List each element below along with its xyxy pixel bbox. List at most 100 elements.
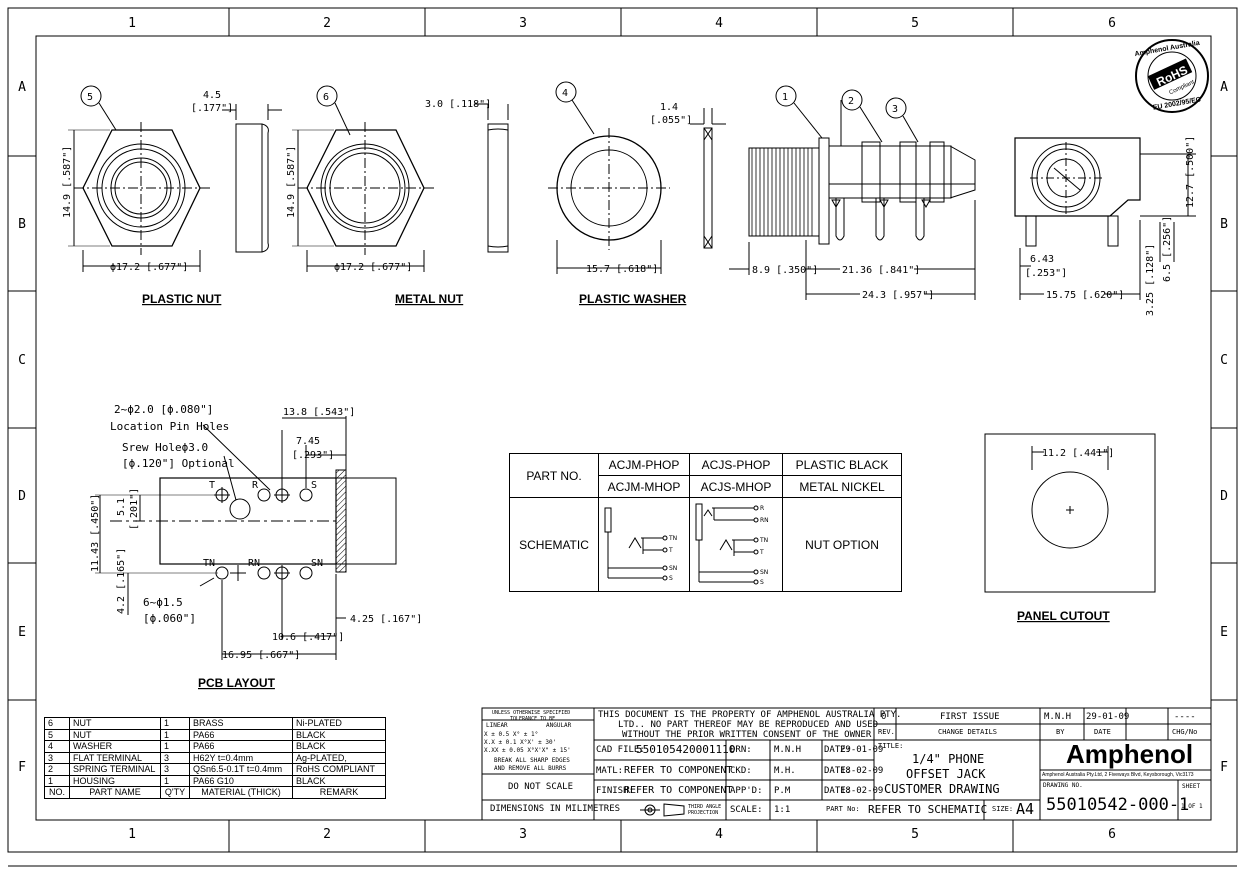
stereo-pin: S xyxy=(760,579,764,586)
title-line-2: OFFSET JACK xyxy=(906,767,986,781)
col-label: 4 xyxy=(715,16,723,31)
bom-cell: PA66 xyxy=(189,728,293,741)
tol-row: X ± 0.5 X° ± 1° xyxy=(484,731,539,738)
jack-body-dim: 21.36 [.841"] xyxy=(842,265,920,276)
property-line: WITHOUT THE PRIOR WRITTEN CONSENT OF THE… xyxy=(622,730,872,740)
rev-by: M.N.H xyxy=(1044,712,1072,722)
tol-title: UNLESS OTHERWISE SPECIFIED xyxy=(492,710,571,716)
break-edges: BREAK ALL SHARP EDGES xyxy=(494,757,570,764)
row-label: B xyxy=(18,217,26,232)
row-label: B xyxy=(1220,217,1228,232)
jack-total-dim: 24.3 [.957"] xyxy=(862,290,934,301)
bom-cell: WASHER xyxy=(69,740,161,753)
bom-cell: PA66 G10 xyxy=(189,774,293,787)
plastic-nut-height: 14.9 [.587"] xyxy=(62,146,73,218)
pcb-note-4: [ϕ.120"] Optional xyxy=(122,457,235,470)
col-label: 3 xyxy=(519,827,527,842)
col-label: 2 xyxy=(323,827,331,842)
title-label: TITLE: xyxy=(878,742,904,750)
drawing-no-label: DRAWING NO. xyxy=(1043,782,1083,789)
plastic-nut-view xyxy=(68,85,282,272)
bom-cell: PA66 xyxy=(189,740,293,753)
date-label: DATE: xyxy=(824,786,852,796)
bom-cell: H62Y t=0.4mm xyxy=(189,751,293,764)
row-label: D xyxy=(1220,489,1228,504)
pcb-note-2: Location Pin Holes xyxy=(110,420,229,433)
jack-side-view xyxy=(729,85,976,300)
row-label: A xyxy=(18,80,26,95)
pcb-dim-1695: 16.95 [.667"] xyxy=(222,650,300,661)
front-v2-dim: 6.5 [.256"] xyxy=(1162,216,1173,282)
first-issue: FIRST ISSUE xyxy=(940,712,1000,722)
stereo-schematic-diagram: R RN TN T SN S xyxy=(695,503,769,586)
tol-row: X.XX ± 0.05 X°X'X" ± 15' xyxy=(484,747,571,754)
pcb-layout-title: PCB LAYOUT xyxy=(198,676,276,690)
pcb-dim-138: 13.8 [.543"] xyxy=(283,407,355,418)
bom-cell: Q'TY xyxy=(160,786,190,799)
part-no-value: REFER TO SCHEMATIC xyxy=(868,803,988,816)
front-pin-dim-in: [.253"] xyxy=(1025,268,1067,279)
pcb-pin-TN: TN xyxy=(203,558,215,569)
projection-label: THIRD ANGLE PROJECTION xyxy=(688,804,722,816)
bom-cell: 2 xyxy=(44,763,70,776)
bom-cell: 1 xyxy=(160,717,190,730)
plastic-nut-dia: ϕ17.2 [.677"] xyxy=(110,262,188,273)
pcb-note-3: Srew Holeϕ3.0 xyxy=(122,441,208,454)
jack-thread-dim: 8.9 [.350"] xyxy=(752,265,818,276)
tol-angular: ANGULAR xyxy=(546,722,572,729)
title-line-1: 1/4" PHONE xyxy=(912,752,985,766)
by-label: BY xyxy=(1056,728,1065,736)
stereo-pin: R xyxy=(760,505,764,512)
cad-file: 550105420001110 xyxy=(636,743,736,756)
company-logo: Amphenol xyxy=(1066,739,1194,769)
finish-label: FINISH: xyxy=(596,786,634,796)
row-label: C xyxy=(18,353,26,368)
bom-cell: NO. xyxy=(44,786,70,799)
col-label: 5 xyxy=(911,827,919,842)
dimensions-note: DIMENSIONS IN MILIMETRES xyxy=(490,804,621,814)
title-line-3: CUSTOMER DRAWING xyxy=(884,782,1000,796)
col-label: 6 xyxy=(1108,16,1116,31)
appd-label: APP'D: xyxy=(730,786,763,796)
metal-nut-dia: ϕ17.2 [.677"] xyxy=(334,262,412,273)
tol-linear: LINEAR xyxy=(486,722,508,729)
balloon-label: 3 xyxy=(892,104,898,115)
col-label: 1 xyxy=(128,827,136,842)
plastic-nut-thickness-in: [.177"] xyxy=(191,103,233,114)
date-ckd: 18-02-09 xyxy=(840,766,884,776)
bom-cell: SPRING TERMINAL xyxy=(69,763,161,776)
col-label: 2 xyxy=(323,16,331,31)
mono-schematic-diagram: TN T SN S xyxy=(604,507,677,582)
washer-thickness-in: [.055"] xyxy=(650,115,692,126)
front-width-dim: 15.75 [.620"] xyxy=(1046,290,1124,301)
rev-number: 0 xyxy=(881,712,887,722)
bom-cell: BLACK xyxy=(292,728,386,741)
row-label: E xyxy=(18,625,26,640)
plastic-washer-title: PLASTIC WASHER xyxy=(579,292,687,306)
row-label: F xyxy=(18,760,26,775)
bom-cell: 1 xyxy=(44,774,70,787)
mono-schematic: TN T SN S xyxy=(598,497,690,592)
property-line: THIS DOCUMENT IS THE PROPERTY OF AMPHENO… xyxy=(598,710,902,720)
col-label: 5 xyxy=(911,16,919,31)
scale-label: SCALE: xyxy=(730,805,763,815)
part-number: ACJS-PHOP xyxy=(689,453,783,476)
mono-pin: S xyxy=(669,575,673,582)
rohs-seal-icon: RoHS Amphenol Australia Compliant EU 200… xyxy=(1134,39,1209,113)
mono-pin: SN xyxy=(669,565,677,572)
part-no-label: PART No: xyxy=(826,805,860,813)
row-label: E xyxy=(1220,625,1228,640)
nut-finish: PLASTIC BLACK xyxy=(782,453,902,476)
bom-cell: REMARK xyxy=(292,786,386,799)
col-label: 6 xyxy=(1108,827,1116,842)
pcb-dim-51: 5.1 xyxy=(116,498,127,516)
pcb-dim-42: 4.2 [.165"] xyxy=(116,548,127,614)
part-no-header: PART NO. xyxy=(509,453,599,498)
bom-cell: 6 xyxy=(44,717,70,730)
pcb-note-1: 2~ϕ2.0 [ϕ.080"] xyxy=(114,403,213,416)
bom-cell: Ag-PLATED, xyxy=(292,751,386,764)
pcb-pin-T: T xyxy=(209,480,215,491)
